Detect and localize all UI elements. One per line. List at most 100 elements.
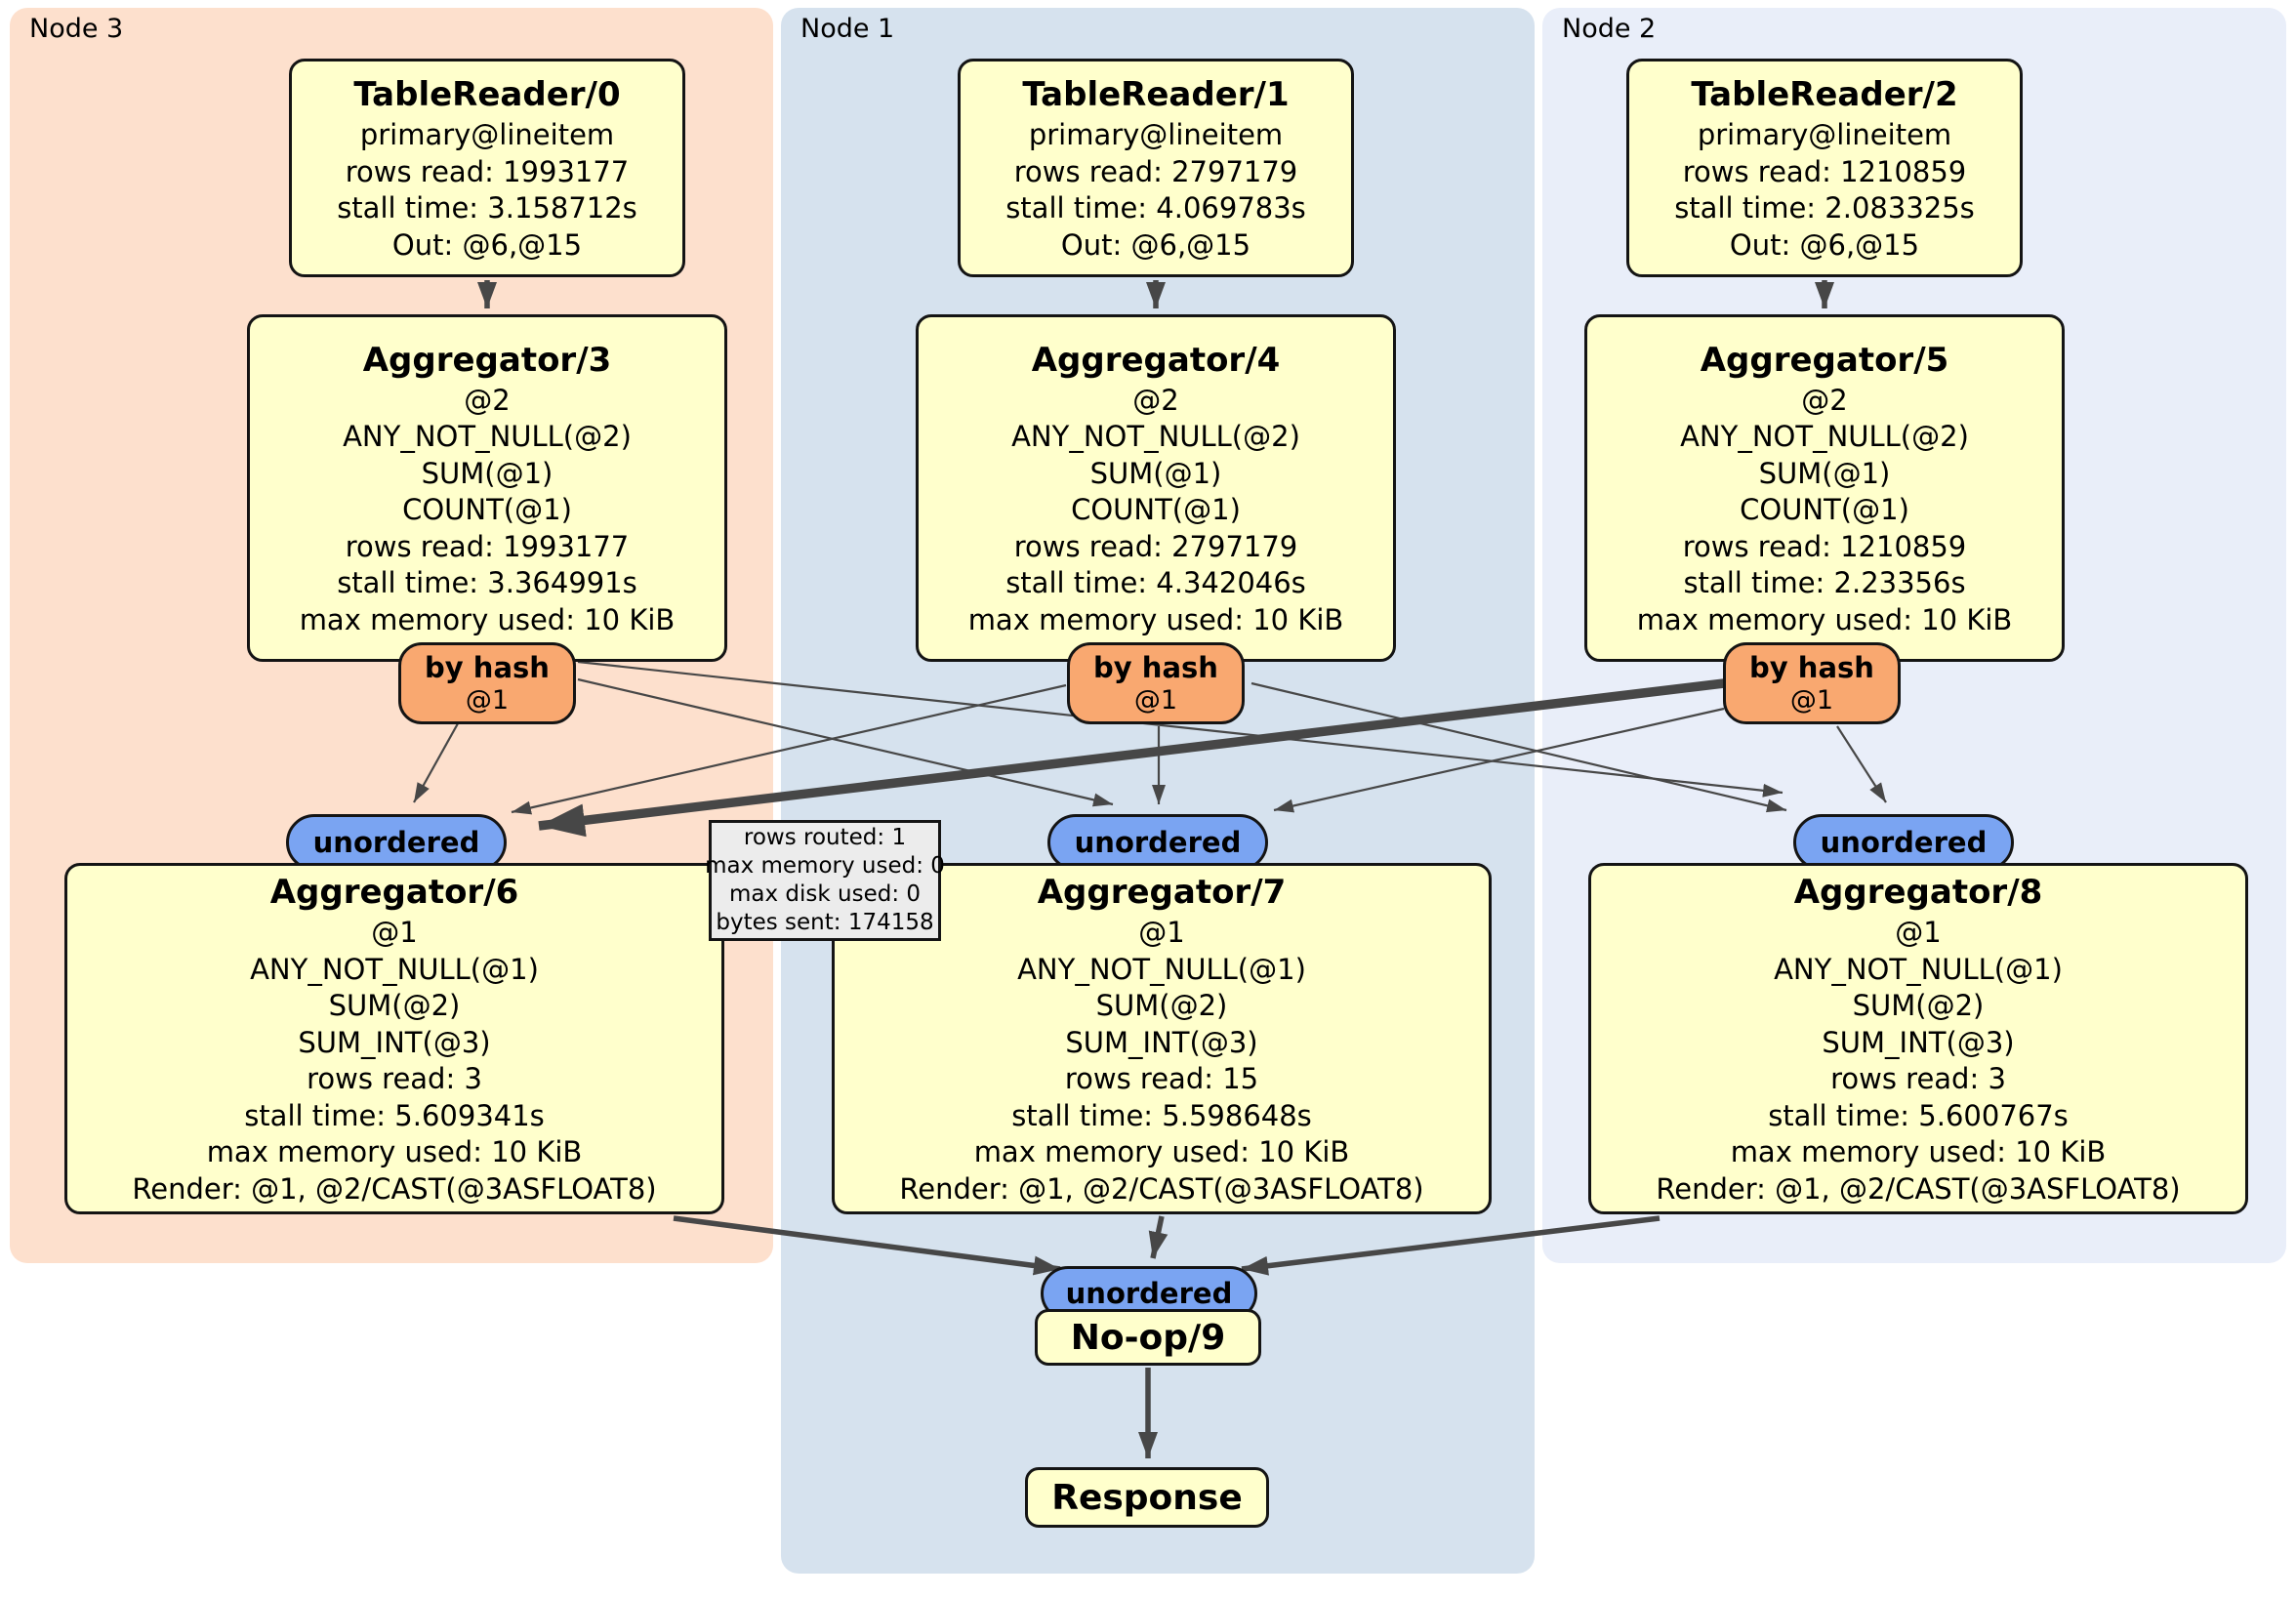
processor-title: Aggregator/3 <box>362 340 612 380</box>
processor-line: primary@lineitem <box>1697 118 1952 151</box>
processor-line: stall time: 5.609341s <box>244 1098 545 1132</box>
processor-line: stall time: 4.069783s <box>1005 191 1306 225</box>
processor-line: rows read: 2797179 <box>1013 154 1298 188</box>
processor-line: rows read: 1993177 <box>345 154 630 188</box>
processor-title: Aggregator/4 <box>1031 340 1281 380</box>
processor-line: rows read: 2797179 <box>1013 529 1298 563</box>
processor-line: @2 <box>464 383 511 417</box>
unordered-sync-node1[interactable]: unordered <box>1047 814 1268 871</box>
processor-line: stall time: 5.600767s <box>1768 1098 2069 1132</box>
stream-stats-tooltip: rows routed: 1 max memory used: 0 max di… <box>705 820 945 941</box>
aggregator-6[interactable]: Aggregator/6 @1 ANY_NOT_NULL(@1) SUM(@2)… <box>64 863 724 1214</box>
processor-line: stall time: 2.083325s <box>1674 191 1975 225</box>
processor-line: rows read: 1210859 <box>1682 529 1967 563</box>
response-box[interactable]: Response <box>1025 1467 1269 1528</box>
processor-line: primary@lineitem <box>359 118 615 151</box>
processor-line: SUM(@2) <box>328 989 461 1022</box>
processor-line: rows read: 3 <box>1830 1062 2006 1095</box>
processor-line: ANY_NOT_NULL(@1) <box>250 952 539 986</box>
processor-line: Out: @6,@15 <box>391 227 583 262</box>
processor-line: SUM_INT(@3) <box>1065 1025 1258 1059</box>
processor-line: SUM(@1) <box>1089 456 1222 490</box>
processor-line: rows read: 1210859 <box>1682 154 1967 188</box>
processor-line: Render: @1, @2/CAST(@3ASFLOAT8) <box>132 1171 657 1206</box>
processor-line: stall time: 3.158712s <box>337 191 637 225</box>
router-label: by hash <box>425 651 550 684</box>
processor-line: rows read: 1993177 <box>345 529 630 563</box>
processor-title: TableReader/2 <box>1691 75 1958 114</box>
processor-line: stall time: 2.23356s <box>1683 566 1966 600</box>
hash-router-node1[interactable]: by hash @1 <box>1067 642 1245 724</box>
processor-line: @2 <box>1801 383 1848 417</box>
tooltip-line: rows routed: 1 <box>743 825 907 850</box>
processor-line: max memory used: 10 KiB <box>299 602 676 636</box>
processor-line: max memory used: 10 KiB <box>206 1135 583 1168</box>
processor-title: TableReader/0 <box>353 75 621 114</box>
processor-line: ANY_NOT_NULL(@2) <box>1011 420 1300 454</box>
processor-line: COUNT(@1) <box>1071 493 1241 527</box>
processor-title: Aggregator/6 <box>269 873 519 912</box>
router-detail: @1 <box>1133 685 1178 716</box>
router-detail: @1 <box>1789 685 1834 716</box>
processor-line: @1 <box>1895 916 1942 949</box>
noop-9[interactable]: No-op/9 <box>1035 1309 1261 1366</box>
router-detail: @1 <box>465 685 510 716</box>
processor-line: @1 <box>371 916 418 949</box>
processor-line: stall time: 3.364991s <box>337 566 637 600</box>
node3-label: Node 3 <box>29 14 124 44</box>
hash-router-node2[interactable]: by hash @1 <box>1723 642 1901 724</box>
router-label: by hash <box>1749 651 1874 684</box>
processor-line: max memory used: 10 KiB <box>973 1135 1350 1168</box>
processor-line: Render: @1, @2/CAST(@3ASFLOAT8) <box>1656 1171 2181 1206</box>
processor-line: @2 <box>1132 383 1179 417</box>
unordered-sync-node2[interactable]: unordered <box>1793 814 2014 871</box>
router-label: by hash <box>1093 651 1218 684</box>
sync-label: unordered <box>1074 826 1242 859</box>
processor-line: stall time: 4.342046s <box>1005 566 1306 600</box>
aggregator-8[interactable]: Aggregator/8 @1 ANY_NOT_NULL(@1) SUM(@2)… <box>1588 863 2248 1214</box>
processor-line: SUM(@1) <box>1758 456 1891 490</box>
processor-title: Aggregator/5 <box>1700 340 1949 380</box>
sync-label: unordered <box>312 826 480 859</box>
sync-label: unordered <box>1820 826 1988 859</box>
hash-router-node3[interactable]: by hash @1 <box>398 642 576 724</box>
processor-line: SUM_INT(@3) <box>1822 1025 2015 1059</box>
processor-line: max memory used: 10 KiB <box>1730 1135 2107 1168</box>
aggregator-3[interactable]: Aggregator/3 @2 ANY_NOT_NULL(@2) SUM(@1)… <box>247 314 727 662</box>
tooltip-line: bytes sent: 174158 <box>716 910 934 935</box>
processor-title: TableReader/1 <box>1022 75 1290 114</box>
processor-line: ANY_NOT_NULL(@2) <box>1680 420 1969 454</box>
processor-line: rows read: 15 <box>1064 1062 1259 1095</box>
processor-line: Out: @6,@15 <box>1729 227 1920 262</box>
response-label: Response <box>1051 1477 1243 1518</box>
processor-line: Out: @6,@15 <box>1060 227 1251 262</box>
table-reader-1[interactable]: TableReader/1 primary@lineitem rows read… <box>958 59 1354 277</box>
node1-label: Node 1 <box>800 14 895 44</box>
processor-line: @1 <box>1138 916 1185 949</box>
processor-title: No-op/9 <box>1070 1317 1226 1358</box>
processor-line: ANY_NOT_NULL(@1) <box>1017 952 1306 986</box>
aggregator-7[interactable]: Aggregator/7 @1 ANY_NOT_NULL(@1) SUM(@2)… <box>832 863 1492 1214</box>
processor-line: SUM_INT(@3) <box>298 1025 491 1059</box>
processor-line: stall time: 5.598648s <box>1011 1098 1312 1132</box>
processor-line: max memory used: 10 KiB <box>1636 602 2013 636</box>
table-reader-0[interactable]: TableReader/0 primary@lineitem rows read… <box>289 59 685 277</box>
processor-line: max memory used: 10 KiB <box>967 602 1344 636</box>
processor-line: Render: @1, @2/CAST(@3ASFLOAT8) <box>899 1171 1424 1206</box>
processor-line: ANY_NOT_NULL(@2) <box>343 420 632 454</box>
processor-line: SUM(@1) <box>421 456 554 490</box>
tooltip-line: max memory used: 0 <box>705 853 945 879</box>
processor-line: ANY_NOT_NULL(@1) <box>1774 952 2063 986</box>
tooltip-line: max disk used: 0 <box>728 881 922 907</box>
node2-label: Node 2 <box>1562 14 1657 44</box>
processor-line: SUM(@2) <box>1095 989 1228 1022</box>
table-reader-2[interactable]: TableReader/2 primary@lineitem rows read… <box>1626 59 2023 277</box>
processor-line: COUNT(@1) <box>1740 493 1909 527</box>
aggregator-4[interactable]: Aggregator/4 @2 ANY_NOT_NULL(@2) SUM(@1)… <box>916 314 1396 662</box>
aggregator-5[interactable]: Aggregator/5 @2 ANY_NOT_NULL(@2) SUM(@1)… <box>1584 314 2065 662</box>
sync-label: unordered <box>1065 1277 1233 1310</box>
processor-title: Aggregator/8 <box>1793 873 2043 912</box>
processor-title: Aggregator/7 <box>1037 873 1287 912</box>
processor-line: primary@lineitem <box>1028 118 1284 151</box>
